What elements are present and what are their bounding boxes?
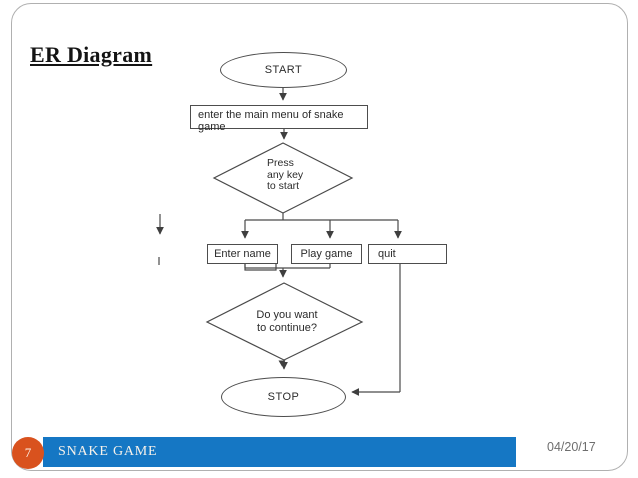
page-title: ER Diagram	[30, 42, 153, 67]
menu-process-label: enter the main menu of snake game	[198, 109, 344, 133]
footer-title: SNAKE GAME	[58, 444, 158, 459]
option-quit-box: quit	[368, 244, 447, 264]
page-number-badge: 7	[12, 437, 44, 469]
menu-process-box: enter the main menu of snake game	[190, 105, 368, 133]
option-enter-name-label: Enter name	[214, 248, 271, 260]
decision-start-label: Press any key to start	[267, 157, 304, 192]
start-terminator: START	[220, 52, 347, 88]
stop-terminator: STOP	[221, 377, 346, 417]
footer-bar: SNAKE GAME	[43, 437, 516, 467]
decision-continue-label: Do you want to continue?	[256, 309, 318, 334]
start-label: START	[264, 64, 303, 76]
page-number: 7	[24, 445, 32, 460]
option-play-game-label: Play game	[300, 248, 353, 260]
option-enter-name-box: Enter name	[207, 244, 278, 264]
footer-date: 04/20/17	[547, 440, 596, 454]
option-play-game-box: Play game	[291, 244, 362, 264]
stop-label: STOP	[267, 391, 300, 403]
option-quit-label: quit	[378, 248, 396, 260]
